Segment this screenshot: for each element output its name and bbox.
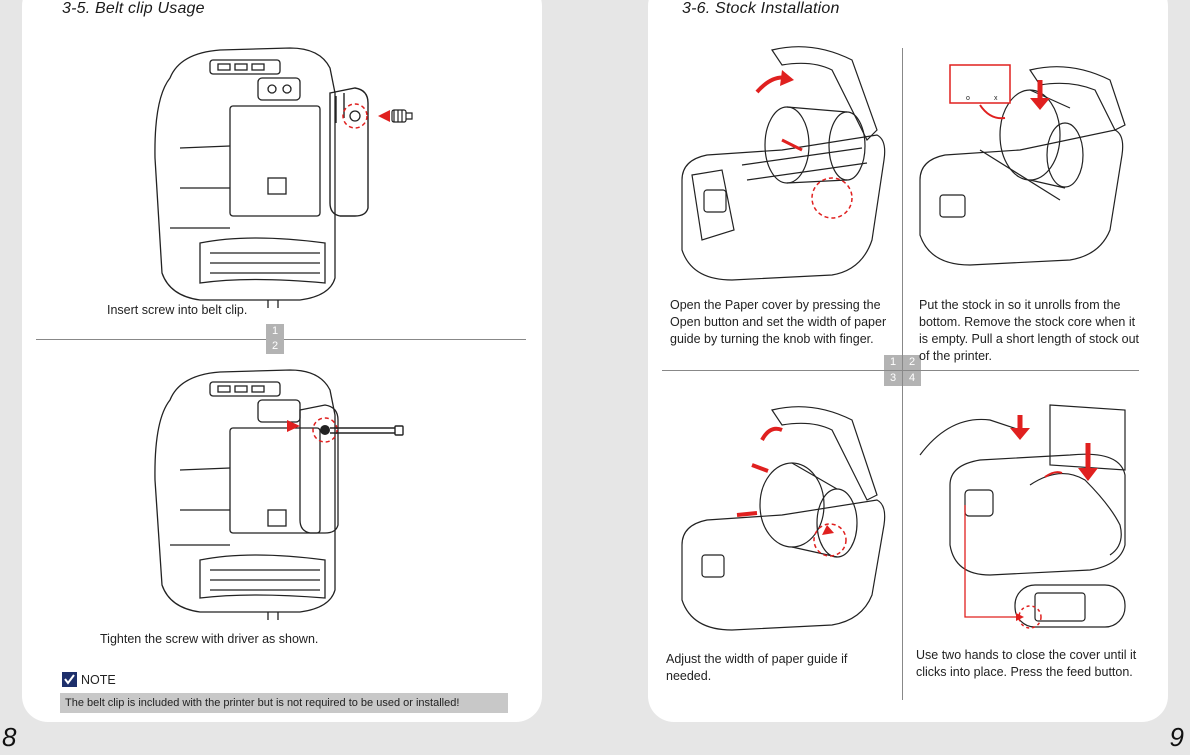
close-cover-illustration <box>919 404 1126 629</box>
step-number-1: 1 <box>266 324 284 339</box>
note-text: The belt clip is included with the print… <box>60 693 508 713</box>
checkmark-icon <box>62 672 77 687</box>
horizontal-divider <box>662 370 1139 371</box>
step-number-1: 1 <box>884 355 902 370</box>
page-number-right: 9 <box>1169 722 1184 752</box>
note-label: NOTE <box>81 672 116 687</box>
note-header: NOTE <box>62 672 116 687</box>
page-number-left: 8 <box>2 722 17 752</box>
step-number-2: 2 <box>903 355 921 370</box>
step-number-4: 4 <box>903 371 921 386</box>
left-page-panel <box>22 0 542 722</box>
stock-step1-caption: Open the Paper cover by pressing the Ope… <box>670 298 887 346</box>
inset-mark-o: o <box>966 95 970 102</box>
section-title-stock-installation: 3-6. Stock Installation <box>682 0 840 17</box>
step-number-2: 2 <box>266 339 284 354</box>
stock-step3-caption: Adjust the width of paper guide if neede… <box>666 652 848 683</box>
screwdriver-illustration <box>154 369 404 620</box>
inset-mark-x: x <box>994 95 998 102</box>
insert-stock-illustration: o x <box>919 64 1126 266</box>
stock-step4-caption: Use two hands to close the cover until i… <box>916 648 1137 679</box>
belt-clip-insert-illustration <box>154 47 413 308</box>
stock-step2-caption: Put the stock in so it unrolls from the … <box>919 298 1140 363</box>
step1-caption: Insert screw into belt clip. <box>107 303 248 317</box>
step2-caption: Tighten the screw with driver as shown. <box>100 632 319 646</box>
section-title-belt-clip: 3-5. Belt clip Usage <box>62 0 205 17</box>
adjust-guide-illustration <box>681 406 886 631</box>
step-number-3: 3 <box>884 371 902 386</box>
vertical-divider <box>902 48 903 700</box>
open-cover-illustration <box>681 46 886 281</box>
